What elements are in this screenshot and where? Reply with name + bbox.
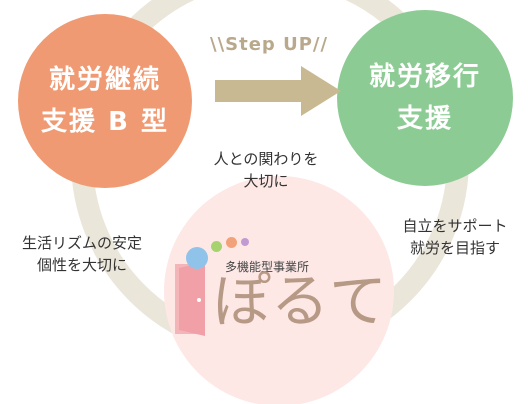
logo-subtitle: 多機能型事業所 — [225, 260, 310, 274]
porute-logo — [165, 232, 385, 352]
type-b-label: 就労継続 支援 B 型 — [41, 59, 169, 143]
arrow-icon — [215, 66, 341, 116]
transition-line-2: 支援 — [396, 104, 453, 134]
step-up-label: \\Step UP// — [210, 34, 329, 55]
note-independence-line-2: 就労を目指す — [409, 239, 500, 257]
note-relationships-line-1: 人との関わりを — [213, 150, 319, 168]
note-independence-line-1: 自立をサポート — [402, 217, 508, 235]
logo-wordmark: ぽるて — [213, 267, 388, 335]
dot-purple — [241, 238, 249, 246]
door-icon — [175, 262, 205, 336]
note-relationships: 人との関わりを 大切に — [206, 148, 326, 192]
transition-line-1: 就労移行 — [368, 62, 481, 92]
note-rhythm-line-2: 個性を大切に — [36, 256, 127, 274]
dot-orange — [226, 237, 237, 248]
note-rhythm: 生活リズムの安定 個性を大切に — [2, 232, 162, 276]
note-relationships-line-2: 大切に — [243, 172, 289, 190]
transition-circle: 就労移行 支援 — [337, 10, 513, 186]
note-independence: 自立をサポート 就労を目指す — [380, 215, 530, 259]
type-b-circle: 就労継続 支援 B 型 — [18, 14, 192, 188]
type-b-line-2: 支援 B 型 — [41, 107, 169, 137]
transition-label: 就労移行 支援 — [369, 56, 481, 140]
dot-blue — [186, 247, 208, 269]
dot-green — [211, 241, 222, 252]
note-rhythm-line-1: 生活リズムの安定 — [21, 234, 142, 252]
type-b-line-1: 就労継続 — [48, 65, 161, 95]
